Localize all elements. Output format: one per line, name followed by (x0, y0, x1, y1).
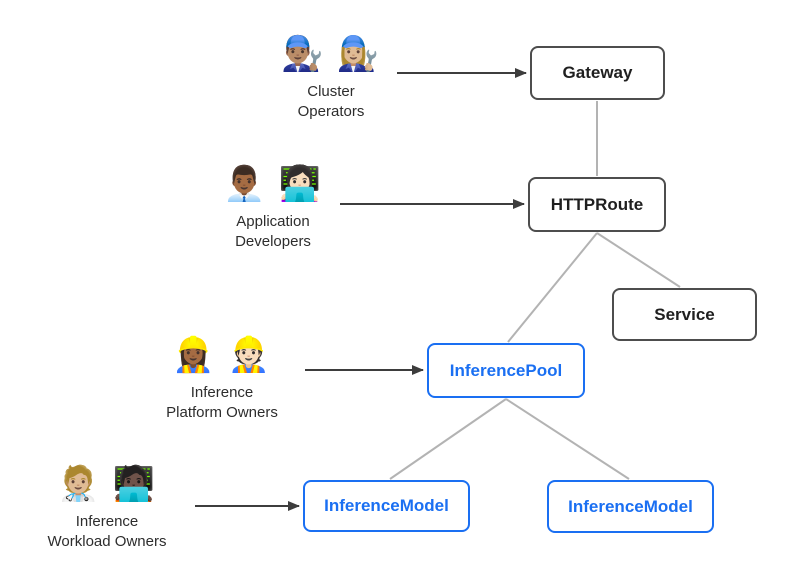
construction-worker-emoji-pair-icon: 👷🏾‍♀️ 👷🏻 (171, 336, 273, 374)
mechanic-emoji-pair-icon: 👨🏽‍🔧 👩🏼‍🔧 (280, 35, 382, 73)
health-worker-technologist-emoji-pair-icon: 🧑🏼‍⚕️ 🧑🏿‍💻 (56, 465, 158, 503)
edge-httproute-inferencepool (507, 232, 598, 343)
edge-inferencepool-inferencemodel-right (505, 398, 630, 480)
persona-label-inference-workload-owners: Inference Workload Owners (47, 513, 167, 550)
edge-inferencepool-inferencemodel-left (389, 398, 507, 480)
inferencemodel-node-left: InferenceModel (303, 480, 470, 532)
httproute-node: HTTPRoute (528, 177, 666, 232)
office-worker-technologist-emoji-pair-icon: 👨🏾‍💼 👩🏻‍💻 (222, 165, 324, 203)
service-node: Service (612, 288, 757, 341)
persona-label-cluster-operators: Cluster Operators (297, 83, 365, 120)
edge-httproute-service (596, 232, 681, 288)
gateway-node: Gateway (530, 46, 665, 100)
persona-label-inference-platform-owners: Inference Platform Owners (166, 384, 278, 421)
persona-inference-workload-owners: 🧑🏼‍⚕️ 🧑🏿‍💻 Inference Workload Owners (7, 458, 207, 552)
persona-cluster-operators: 👨🏽‍🔧 👩🏼‍🔧 Cluster Operators (231, 28, 431, 122)
persona-inference-platform-owners: 👷🏾‍♀️ 👷🏻 Inference Platform Owners (122, 329, 322, 423)
inferencepool-node: InferencePool (427, 343, 585, 398)
persona-label-application-developers: Application Developers (235, 213, 311, 250)
persona-application-developers: 👨🏾‍💼 👩🏻‍💻 Application Developers (173, 158, 373, 252)
inferencemodel-node-right: InferenceModel (547, 480, 714, 533)
